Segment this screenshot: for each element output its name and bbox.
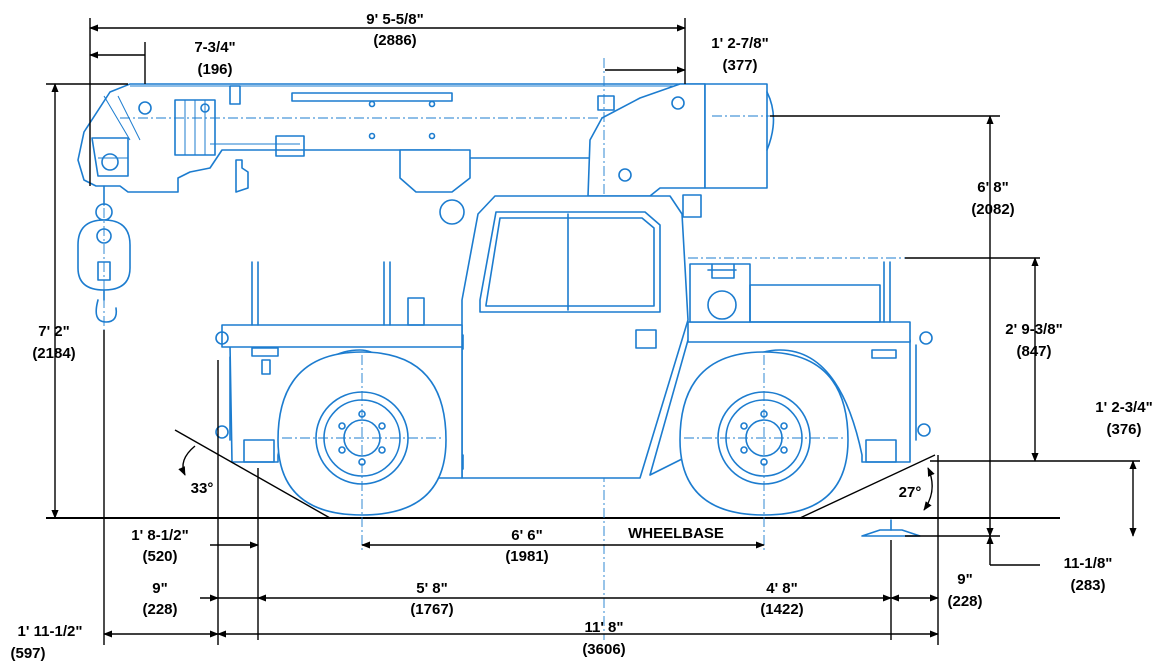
ground-clearance-metric: (283) [1070, 577, 1105, 594]
wheelbase-imperial: 6' 6" [511, 527, 543, 544]
outrigger-pad [861, 519, 921, 537]
turret-offset-imperial: 1' 2-7/8" [711, 35, 768, 52]
boom-length-imperial: 9' 5-5/8" [366, 11, 423, 28]
rear-bumper-metric: (228) [947, 593, 982, 610]
center-to-rear-imperial: 4' 8" [766, 580, 798, 597]
hook-overhang-imperial: 1' 11-1/2" [18, 623, 83, 640]
wheelbase-metric: (1981) [505, 548, 548, 565]
dimension-labels: 9' 5-5/8" (2886) 7-3/4" (196) 1' 2-7/8" … [10, 11, 1152, 662]
front-to-center-metric: (1767) [410, 601, 453, 618]
overall-height-imperial: 7' 2" [38, 323, 70, 340]
front-bumper-imperial: 9" [152, 580, 167, 597]
departure-angle: 27° [899, 484, 922, 501]
rear-wheel [679, 351, 849, 550]
deck-height-metric: (847) [1016, 343, 1051, 360]
turret-offset-metric: (377) [722, 57, 757, 74]
overall-length-imperial: 11' 8" [584, 619, 623, 636]
front-bumper-metric: (228) [142, 601, 177, 618]
crane-illustration [46, 58, 1060, 640]
dimension-lines [46, 18, 1140, 645]
outrigger-height-metric: (376) [1106, 421, 1141, 438]
ground-clearance-imperial: 11-1/8" [1064, 555, 1113, 572]
hook-block [77, 185, 131, 330]
overall-length-metric: (3606) [582, 641, 625, 658]
center-to-rear-metric: (1422) [760, 601, 803, 618]
turret [399, 58, 775, 640]
front-wheel [277, 351, 447, 550]
front-overhang-metric: (520) [142, 548, 177, 565]
wheelbase-label: WHEELBASE [628, 525, 724, 542]
deck-height-imperial: 2' 9-3/8" [1005, 321, 1062, 338]
front-to-center-imperial: 5' 8" [416, 580, 448, 597]
overall-height-metric: (2184) [32, 345, 75, 362]
rear-bumper-imperial: 9" [957, 571, 972, 588]
hook-overhang-metric: (597) [10, 645, 45, 662]
approach-angle: 33° [191, 480, 214, 497]
front-overhang-imperial: 1' 8-1/2" [131, 527, 188, 544]
boom-pivot-height-imperial: 6' 8" [977, 179, 1009, 196]
boom-tip-offset-metric: (196) [197, 61, 232, 78]
boom-length-metric: (2886) [373, 32, 416, 49]
outrigger-height-imperial: 1' 2-3/4" [1095, 399, 1152, 416]
cab [439, 195, 689, 479]
boom-tip-offset-imperial: 7-3/4" [194, 39, 235, 56]
boom-pivot-height-metric: (2082) [971, 201, 1014, 218]
